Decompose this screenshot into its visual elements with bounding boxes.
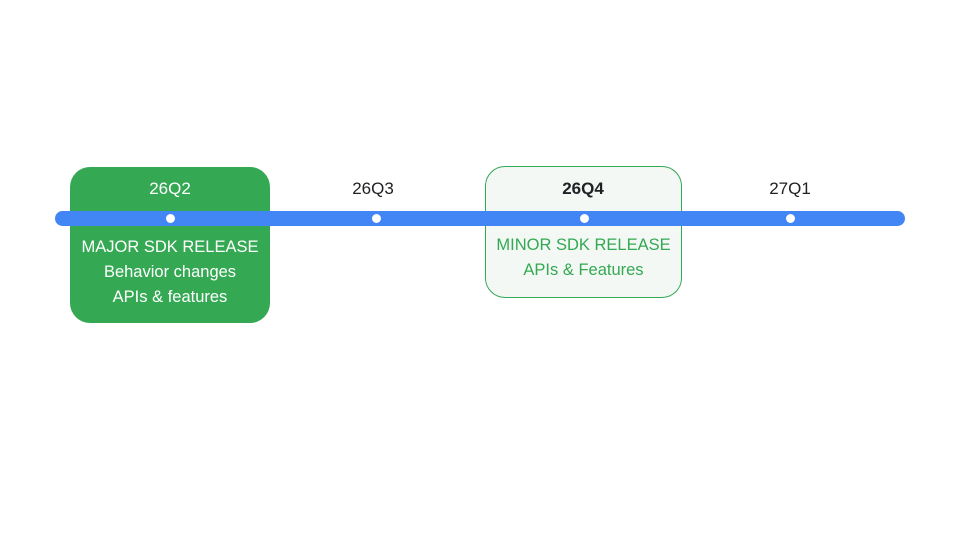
major-release-text: MAJOR SDK RELEASE Behavior changes APIs …: [70, 235, 270, 310]
major-release-title: MAJOR SDK RELEASE: [81, 238, 259, 256]
timeline-dot-26q2: [166, 214, 175, 223]
quarter-label-26q2: 26Q2: [149, 179, 191, 198]
major-release-card: [70, 167, 270, 323]
quarter-label-27q1: 27Q1: [769, 179, 811, 198]
minor-release-title: MINOR SDK RELEASE: [496, 236, 671, 254]
major-release-line-behavior: Behavior changes: [103, 263, 237, 281]
quarter-label-26q3: 26Q3: [352, 179, 394, 198]
minor-release-line-apis: APIs & Features: [523, 261, 644, 279]
quarter-label-26q4: 26Q4: [562, 179, 604, 198]
timeline-bar: [55, 211, 905, 226]
timeline-dot-26q4: [580, 214, 589, 223]
minor-release-card: [485, 166, 682, 298]
major-release-line-apis: APIs & features: [112, 288, 228, 306]
timeline-dot-27q1: [786, 214, 795, 223]
minor-release-text: MINOR SDK RELEASE APIs & Features: [485, 233, 682, 283]
timeline-dot-26q3: [372, 214, 381, 223]
